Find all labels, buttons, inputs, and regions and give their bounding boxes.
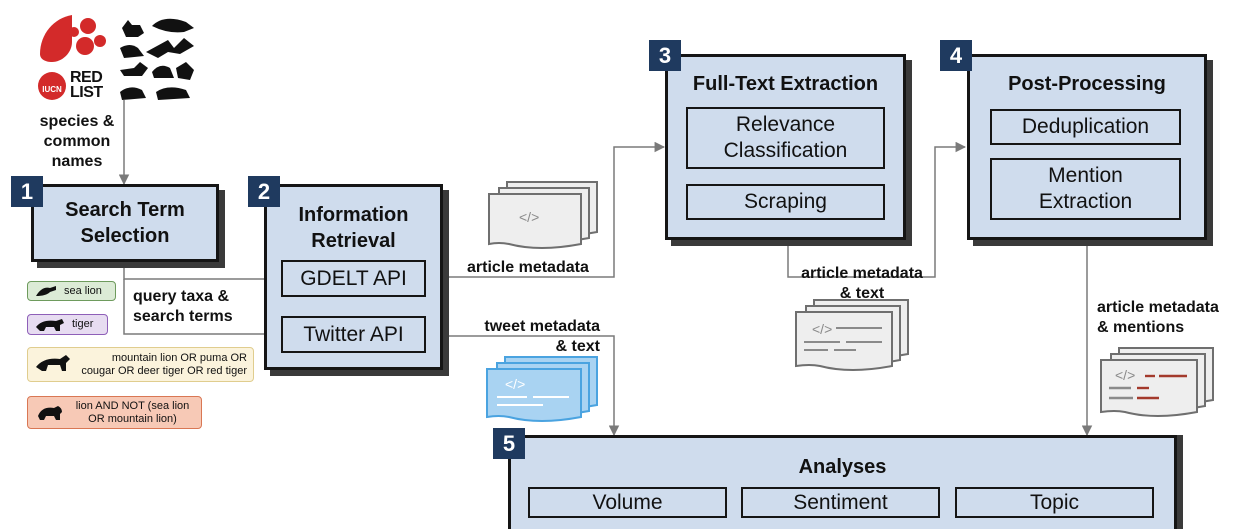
step-2-title-line2: Retrieval [311,230,396,252]
step-2-badge: 2 [248,176,280,207]
step-5-title: Analyses [798,456,887,478]
article-metadata-label: article metadata [467,259,589,276]
arrow-gdelt-to-fulltext [426,141,666,278]
arrow-search-to-gdelt [123,260,278,285]
species-names-label: species & common names [32,112,122,172]
puma-icon [36,354,70,371]
article-text-document-icon: </> [795,299,909,371]
example-sea-lion-text: sea lion [64,284,102,297]
article-mentions-label-line2: & mentions [1097,319,1185,336]
article-mentions-label-line1: article metadata [1097,299,1219,316]
step-3-badge: 3 [649,40,681,71]
step-1-title-line1: Search Term [65,199,185,221]
example-puma-text: mountain lion OR puma OR cougar OR deer … [78,352,247,378]
arrow-twitter-to-analyses [426,335,620,437]
red-list-text-line2: LIST [70,84,103,101]
tweet-metadata-label: tweet metadata & text [467,317,600,357]
step-1-title: Search Term Selection [31,197,219,249]
gdelt-api-box: GDELT API [281,260,426,297]
step-1-title-line2: Selection [80,225,170,247]
step-1-badge: 1 [11,176,43,207]
code-glyph: </> [519,209,539,225]
species-label-line2: common [43,133,111,150]
red-list-text-line1: RED [70,69,103,86]
mention-extraction-line1: Mention [1048,164,1123,187]
example-lion-text: lion AND NOT (sea lion OR mountain lion) [70,400,195,426]
example-puma-line1: mountain lion OR puma OR [111,351,247,364]
relevance-classification-line1: Relevance [735,113,836,136]
example-tiger-text: tiger [72,318,94,330]
tiger-icon [36,318,64,331]
lion-icon [38,405,62,420]
query-taxa-label-line1: query taxa & [133,288,230,305]
step-3-title: Full-Text Extraction [692,73,879,95]
deduplication-box: Deduplication [990,109,1181,145]
species-label-line3: names [51,153,103,170]
tweet-document-icon: </> [486,356,598,422]
mention-extraction-box: Mention Extraction [990,158,1181,220]
relevance-classification-box: Relevance Classification [686,107,885,169]
example-tiger: tiger [27,314,108,335]
article-text-label: article metadata & text [788,264,936,304]
code-glyph: </> [505,376,525,392]
article-mentions-label: article metadata & mentions [1097,298,1219,338]
mention-extraction-line2: Extraction [1038,190,1133,213]
tweet-metadata-label-line1: tweet metadata [484,318,600,335]
twitter-api-box: Twitter API [281,316,426,353]
species-label-line1: species & [39,113,115,130]
step-5-badge: 5 [493,428,525,459]
iucn-badge-text: IUCN [42,84,62,94]
example-lion: lion AND NOT (sea lion OR mountain lion) [27,396,202,429]
article-text-label-line1: article metadata [801,265,923,282]
red-list-logo-graphic [38,15,194,100]
sentiment-box: Sentiment [741,487,940,518]
step-2-title: Information Retrieval [264,202,443,254]
iucn-red-list-logo: IUCN RED LIST [36,12,198,104]
code-glyph: </> [1115,367,1135,383]
relevance-classification-line2: Classification [723,139,848,162]
example-lion-line1: lion AND NOT (sea lion [75,399,190,412]
tweet-metadata-label-line2: & text [555,338,600,355]
step-2-title-line1: Information [298,204,409,226]
arrow-fulltext-to-postprocessing [787,141,967,278]
topic-box: Topic [955,487,1154,518]
example-puma-line2: cougar OR deer tiger OR red tiger [81,364,247,377]
example-sea-lion: sea lion [27,281,116,301]
query-taxa-label-line2: search terms [133,308,233,325]
article-mentions-document-icon: </> [1100,347,1214,417]
example-lion-line2: OR mountain lion) [88,412,177,425]
sea-lion-icon [36,286,56,296]
query-taxa-label: query taxa & search terms [133,287,233,327]
step-4-badge: 4 [940,40,972,71]
red-list-text: RED LIST [70,69,103,101]
code-glyph: </> [812,321,832,337]
article-metadata-document-icon: </> [488,181,598,249]
scraping-box: Scraping [686,184,885,220]
article-text-label-line2: & text [839,285,885,302]
step-4-title: Post-Processing [1008,73,1166,95]
step-search-term-selection [31,184,219,262]
arrow-search-to-twitter [123,279,278,340]
example-puma: mountain lion OR puma OR cougar OR deer … [27,347,254,382]
volume-box: Volume [528,487,727,518]
